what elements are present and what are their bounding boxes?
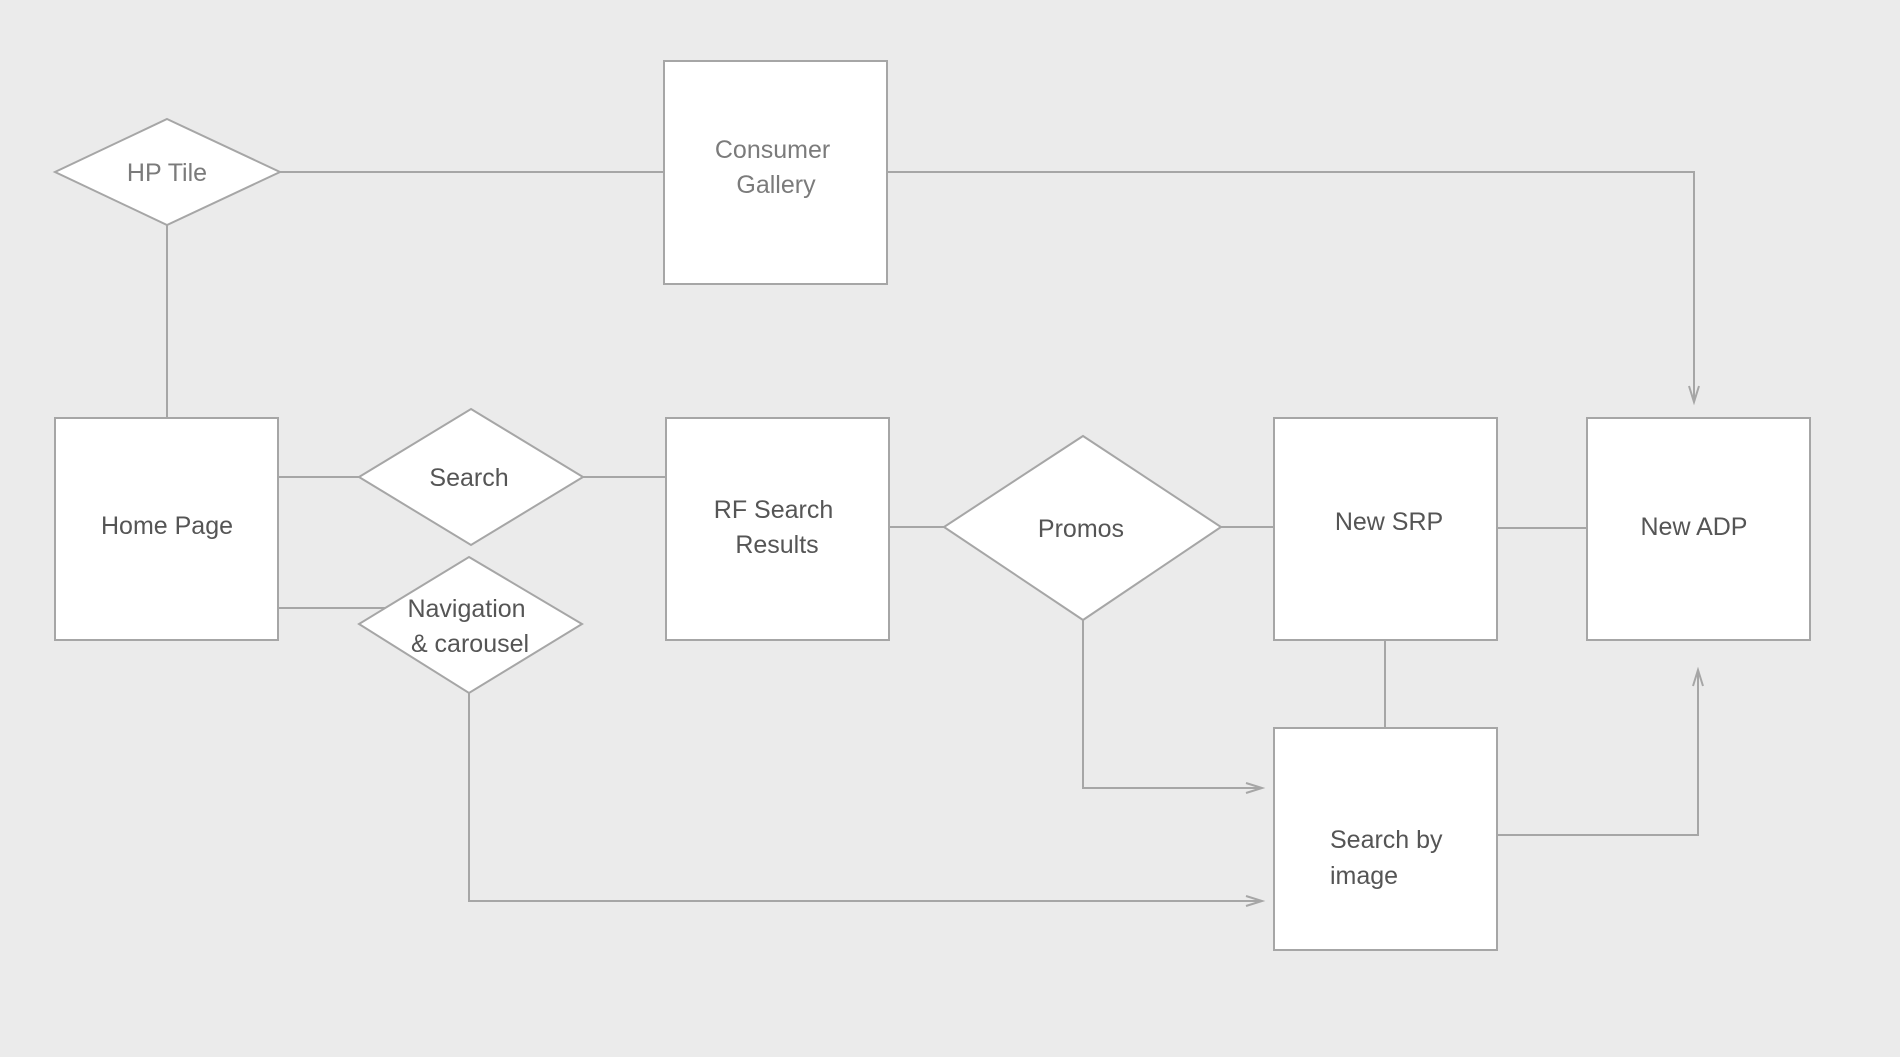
promos-diamond — [942, 434, 1223, 622]
arrowhead-up-icon — [1692, 666, 1704, 687]
rf-search-results-box — [665, 417, 890, 641]
connector-searchbyimage-newadp — [1497, 670, 1699, 836]
search-label: Search — [429, 464, 508, 492]
navigation-carousel-label: Navigation & carousel — [407, 595, 532, 658]
connector-gallery-newadp — [887, 171, 1695, 402]
hp-tile-label: HP Tile — [127, 159, 207, 187]
connectors — [166, 171, 1699, 902]
arrowhead-down-icon — [1688, 385, 1700, 406]
promos-label: Promos — [1038, 515, 1124, 543]
arrowhead-right-icon — [1245, 895, 1266, 907]
navigation-carousel-diamond — [357, 555, 584, 695]
nodes — [52, 60, 1811, 951]
rf-search-results-label: RF Search Results — [714, 496, 840, 559]
home-page-box — [54, 417, 279, 641]
search-by-image-box — [1273, 727, 1498, 951]
labels: HP Tile Consumer Gallery Home Page Searc… — [101, 136, 1748, 890]
new-srp-label: New SRP — [1335, 508, 1443, 536]
search-by-image-label: Search by image — [1330, 826, 1450, 890]
new-adp-box — [1586, 417, 1811, 641]
connector-promos-searchbyimage — [1082, 620, 1262, 789]
new-srp-box — [1273, 417, 1498, 641]
arrowhead-right-icon — [1245, 782, 1266, 794]
new-adp-label: New ADP — [1641, 513, 1748, 541]
hp-tile-diamond — [52, 117, 283, 227]
consumer-gallery-box — [663, 60, 888, 285]
consumer-gallery-label: Consumer Gallery — [715, 136, 837, 199]
search-diamond — [357, 407, 585, 547]
connector-navigation-searchbyimage — [468, 693, 1262, 902]
arrowheads — [1245, 385, 1704, 907]
home-page-label: Home Page — [101, 512, 233, 540]
